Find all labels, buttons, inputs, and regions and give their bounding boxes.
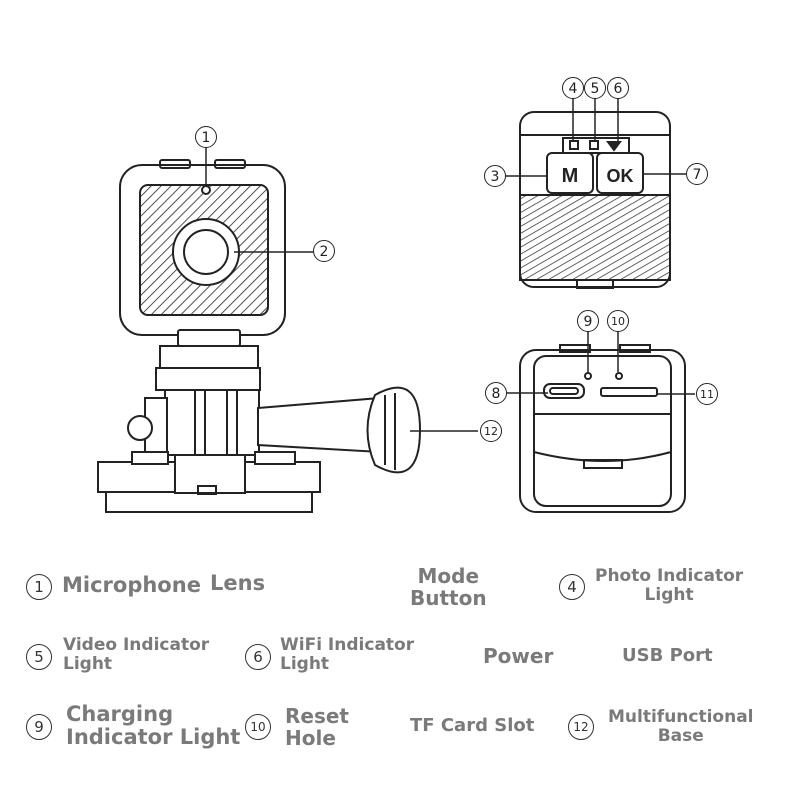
leader-lines <box>205 98 695 432</box>
callout-3: 3 <box>484 165 506 187</box>
callout-7: 7 <box>686 163 708 185</box>
legend-charging-indicator: Charging Indicator Light <box>66 702 241 750</box>
ok-button: OK <box>596 152 644 194</box>
legend-num-6: 6 <box>245 644 271 670</box>
callout-10: 10 <box>607 310 629 332</box>
callout-2: 2 <box>313 240 335 262</box>
callout-11: 11 <box>696 383 718 405</box>
legend-lens: Lens <box>210 571 266 595</box>
legend-tf-card-slot: TF Card Slot <box>410 715 535 736</box>
legend-num-5: 5 <box>26 644 52 670</box>
legend-usb-port: USB Port <box>622 645 713 666</box>
mode-button-label: M <box>562 165 579 187</box>
camera-diagram: M OK <box>97 98 695 513</box>
mode-button: M <box>546 152 594 194</box>
legend-num-1: 1 <box>26 574 52 600</box>
callout-8: 8 <box>485 382 507 404</box>
camera-front-view <box>97 159 422 513</box>
callout-5: 5 <box>584 77 606 99</box>
callout-6: 6 <box>607 77 629 99</box>
ok-button-label: OK <box>607 166 634 186</box>
callout-12: 12 <box>480 420 502 442</box>
legend-num-10: 10 <box>245 714 271 740</box>
legend-power: Power <box>483 644 554 668</box>
legend-num-12: 12 <box>568 714 594 740</box>
callout-9: 9 <box>577 310 599 332</box>
legend-wifi-indicator: WiFi Indicator Light <box>280 635 415 674</box>
legend-num-9: 9 <box>26 714 52 740</box>
legend-microphone: Microphone <box>62 573 201 597</box>
legend-photo-indicator: Photo Indicator Light <box>595 566 744 605</box>
camera-ports-view <box>519 344 686 513</box>
legend-video-indicator: Video Indicator Light <box>63 635 210 674</box>
legend-reset-hole: Reset Hole <box>285 704 349 750</box>
callout-4: 4 <box>562 77 584 99</box>
legend-mode-button: Mode Button <box>410 564 487 610</box>
legend-num-4: 4 <box>559 574 585 600</box>
legend-multifunctional-base: Multifunctional Base <box>608 707 754 746</box>
callout-1: 1 <box>195 126 217 148</box>
